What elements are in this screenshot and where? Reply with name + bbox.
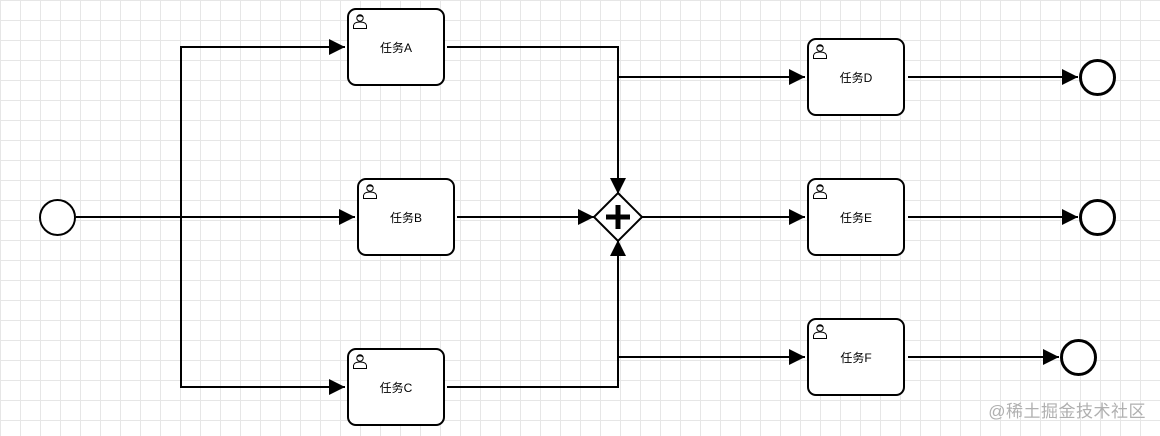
- user-icon: [353, 354, 367, 369]
- task-c-label: 任务C: [379, 380, 413, 395]
- plus-icon: [606, 205, 630, 229]
- flow-task-c-to-gateway[interactable]: [447, 240, 626, 388]
- end-event-f[interactable]: [1060, 339, 1097, 376]
- task-d[interactable]: 任务D: [807, 38, 905, 116]
- task-c[interactable]: 任务C: [347, 348, 445, 426]
- task-e-label: 任务E: [839, 210, 872, 225]
- flow-to-task-a[interactable]: [180, 39, 345, 217]
- task-d-label: 任务D: [839, 70, 873, 85]
- task-b[interactable]: 任务B: [357, 178, 455, 256]
- user-icon: [353, 14, 367, 29]
- task-a[interactable]: 任务A: [347, 8, 445, 86]
- user-icon: [813, 184, 827, 199]
- user-icon: [813, 44, 827, 59]
- task-f-label: 任务F: [840, 350, 872, 365]
- end-event-d[interactable]: [1079, 59, 1116, 96]
- start-event[interactable]: [39, 199, 76, 236]
- flow-gateway-to-task-d[interactable]: [617, 69, 805, 194]
- user-icon: [813, 324, 827, 339]
- watermark: @稀土掘金技术社区: [988, 402, 1146, 421]
- user-icon: [363, 184, 377, 199]
- flow-gateway-to-task-f[interactable]: [617, 240, 805, 365]
- flow-to-task-c[interactable]: [180, 217, 345, 395]
- task-e[interactable]: 任务E: [807, 178, 905, 256]
- task-a-label: 任务A: [379, 40, 412, 55]
- end-event-e[interactable]: [1079, 199, 1116, 236]
- task-b-label: 任务B: [389, 210, 422, 225]
- task-f[interactable]: 任务F: [807, 318, 905, 396]
- parallel-gateway[interactable]: [592, 191, 644, 243]
- flow-task-a-to-gateway[interactable]: [447, 46, 626, 194]
